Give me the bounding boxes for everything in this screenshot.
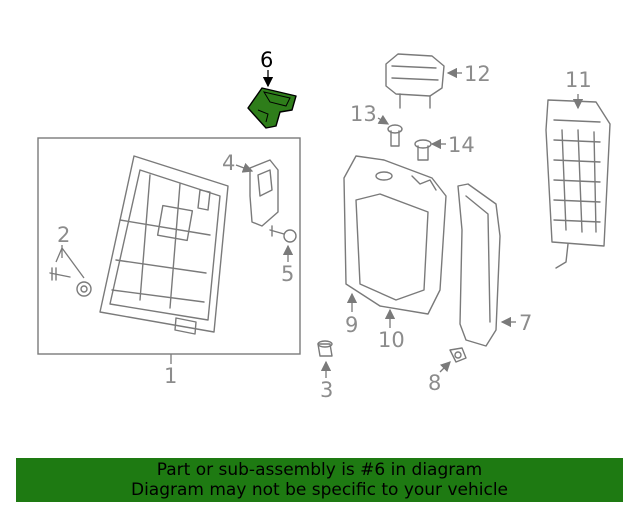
headrest-guide-2 — [414, 138, 446, 161]
nut — [439, 347, 467, 373]
callout-13: 13 — [350, 102, 377, 126]
footer-line-1: Part or sub-assembly is #6 in diagram — [156, 460, 483, 480]
footer-line-2: Diagram may not be specific to your vehi… — [130, 480, 508, 500]
assembly-box — [37, 137, 301, 355]
seat-back-cover — [343, 155, 447, 328]
seat-heater-mat — [545, 94, 611, 269]
callout-5: 5 — [281, 262, 294, 286]
callout-6: 6 — [260, 48, 273, 72]
headrest-guide — [377, 114, 403, 147]
callout-4: 4 — [222, 151, 235, 175]
callout-2: 2 — [57, 223, 70, 247]
callout-3: 3 — [320, 378, 333, 402]
bolt — [269, 225, 297, 262]
side-bolster — [457, 183, 516, 347]
footer-banner: Part or sub-assembly is #6 in diagram Di… — [16, 458, 623, 502]
callout-14: 14 — [448, 133, 475, 157]
callout-8: 8 — [428, 371, 441, 395]
seat-back-frame-group — [37, 137, 301, 355]
callout-12: 12 — [464, 62, 491, 86]
callout-10: 10 — [378, 328, 405, 352]
callout-7: 7 — [519, 311, 532, 335]
callout-9: 9 — [345, 313, 358, 337]
bolt-and-nut — [49, 245, 92, 297]
callout-1: 1 — [164, 364, 177, 388]
seat-back-frame — [99, 155, 229, 333]
callout-11: 11 — [565, 68, 592, 92]
bracket — [235, 159, 279, 227]
cap-nut — [317, 340, 333, 378]
highlighted-part-6 — [247, 70, 297, 129]
headrest — [385, 53, 462, 109]
